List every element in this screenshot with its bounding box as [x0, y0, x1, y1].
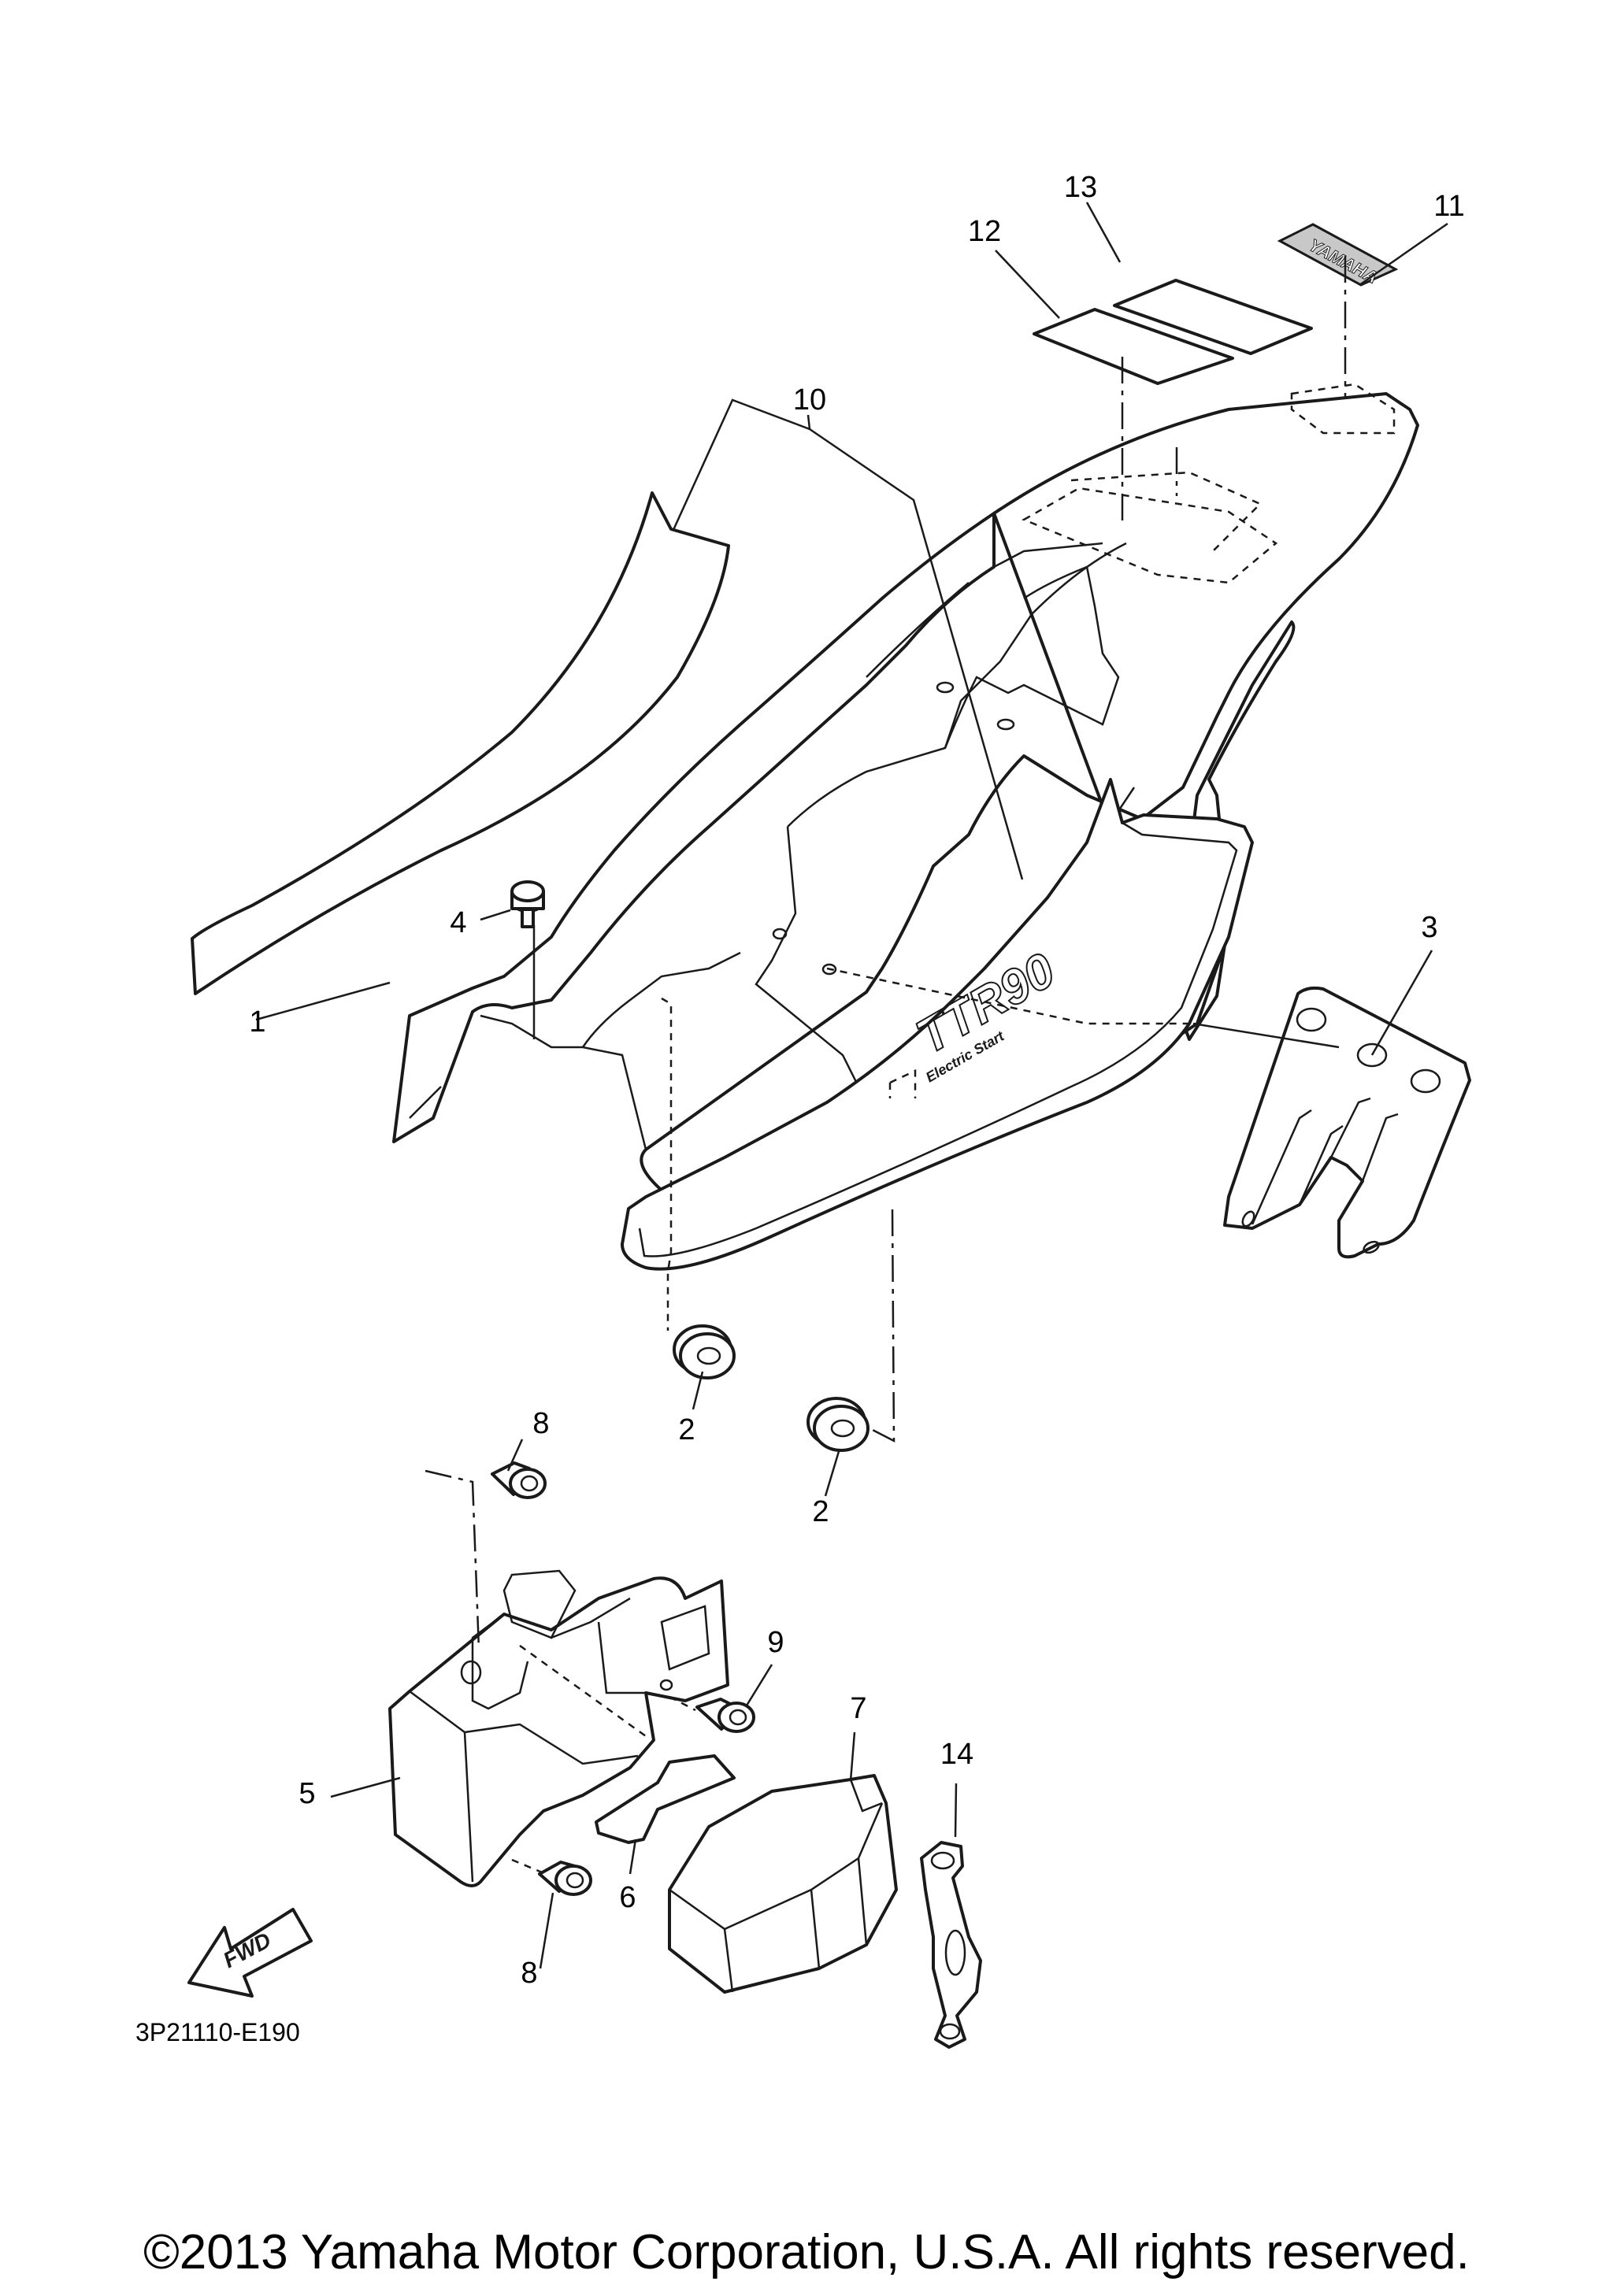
- callout-14: 14: [940, 1738, 973, 1771]
- emblem-part-11: YAMAHA: [1277, 223, 1399, 287]
- label-part-12: [1033, 308, 1234, 385]
- diagram-code: 3P21110-E190: [135, 2018, 300, 2046]
- callout-9: 9: [767, 1626, 784, 1659]
- bolt-part-8a: [491, 1461, 547, 1499]
- bracket-part-3: [1223, 986, 1471, 1259]
- case-part-5: [388, 1569, 729, 1887]
- callout-10: 10: [793, 383, 826, 417]
- plate-part-6: [595, 1754, 736, 1844]
- assembly-lines: [425, 256, 1347, 1876]
- bolt-part-9: [695, 1698, 755, 1733]
- leader-lines: [255, 202, 1448, 1969]
- callout-4: 4: [450, 906, 466, 939]
- callout-8b: 8: [521, 1957, 537, 1990]
- side-cover-right: TTR90 Electric Start: [621, 778, 1254, 1271]
- fwd-arrow-icon: FWD: [187, 1908, 313, 1998]
- callout-13: 13: [1064, 171, 1097, 204]
- strap-part-14: [920, 1841, 982, 2049]
- battery-box-part-7: [668, 1774, 898, 1994]
- callouts: 1 2 2 3 4 5 6 7 8 8 9 10 11 12 13 14: [249, 171, 1464, 1990]
- callout-2a: 2: [678, 1413, 695, 1446]
- callout-2b: 2: [812, 1495, 829, 1528]
- copyright-notice: ©2013 Yamaha Motor Corporation, U.S.A. A…: [143, 2225, 1470, 2279]
- callout-11: 11: [1433, 190, 1464, 223]
- callout-7: 7: [850, 1692, 866, 1725]
- bolt-part-8b: [538, 1861, 592, 1896]
- callout-1: 1: [249, 1005, 265, 1039]
- callout-5: 5: [298, 1777, 315, 1810]
- grommet-part-2b: [806, 1397, 870, 1452]
- grommet-part-2a: [673, 1324, 736, 1379]
- side-cover-left: [191, 491, 730, 995]
- callout-8a: 8: [532, 1407, 549, 1440]
- callout-3: 3: [1421, 911, 1437, 944]
- callout-12: 12: [968, 215, 1001, 248]
- callout-6: 6: [619, 1881, 636, 1914]
- label-part-13: [1113, 279, 1313, 355]
- bolt-part-4: [510, 880, 545, 928]
